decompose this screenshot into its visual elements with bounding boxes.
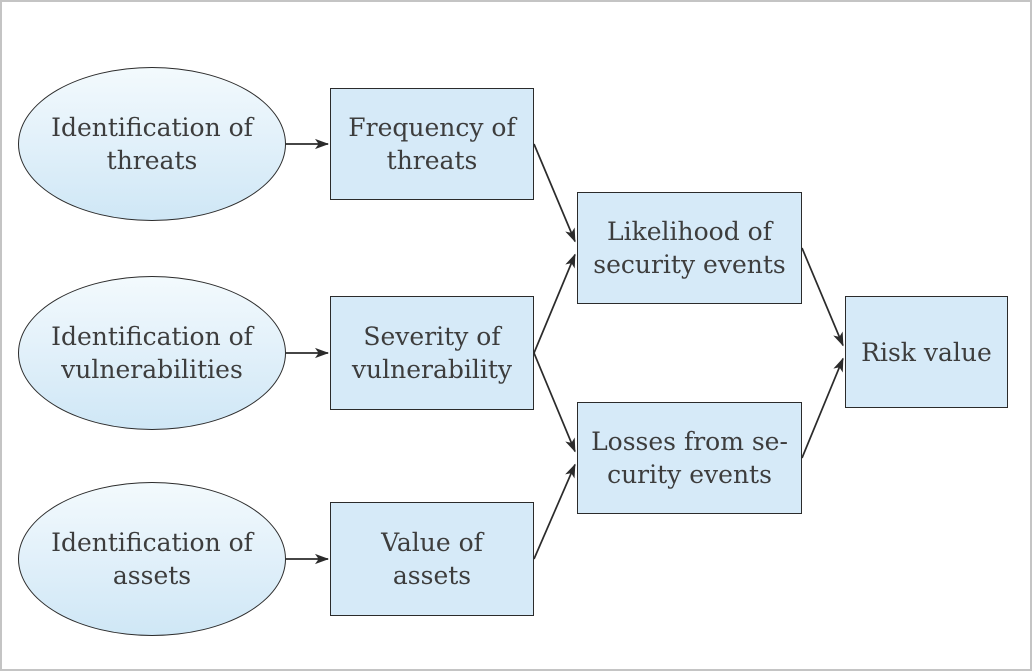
edge-severity_of_vulnerability-to-losses_from_security_events [533,352,576,453]
edge-value_of_assets-to-losses_from_security_events [533,463,576,560]
node-label: Identification of threats [51,113,253,175]
node-label: Severity of vulnerability [351,322,513,384]
node-identification-of-assets: Identification of assets [18,482,286,636]
node-risk-value: Risk value [845,296,1008,408]
node-losses-from-security-events: Losses from se- curity events [577,402,802,514]
node-label: Frequency of threats [348,113,516,175]
node-identification-of-threats: Identification of threats [18,67,286,221]
edge-likelihood_of_security_events-to-risk_value [801,247,844,347]
node-label: Losses from se- curity events [591,427,788,489]
node-identification-of-vulnerabilities: Identification of vulnerabilities [18,276,286,430]
node-likelihood-of-security-events: Likelihood of security events [577,192,802,304]
node-severity-of-vulnerability: Severity of vulnerability [330,296,534,410]
node-label: Likelihood of security events [593,217,786,279]
node-label: Identification of vulnerabilities [51,322,253,384]
node-value-of-assets: Value of assets [330,502,534,616]
node-label: Identification of assets [51,528,253,590]
node-label: Value of assets [381,528,483,590]
edge-severity_of_vulnerability-to-likelihood_of_security_events [533,253,576,354]
edge-losses_from_security_events-to-risk_value [801,357,844,459]
node-frequency-of-threats: Frequency of threats [330,88,534,200]
edge-frequency_of_threats-to-likelihood_of_security_events [533,143,576,243]
node-label: Risk value [861,337,992,367]
